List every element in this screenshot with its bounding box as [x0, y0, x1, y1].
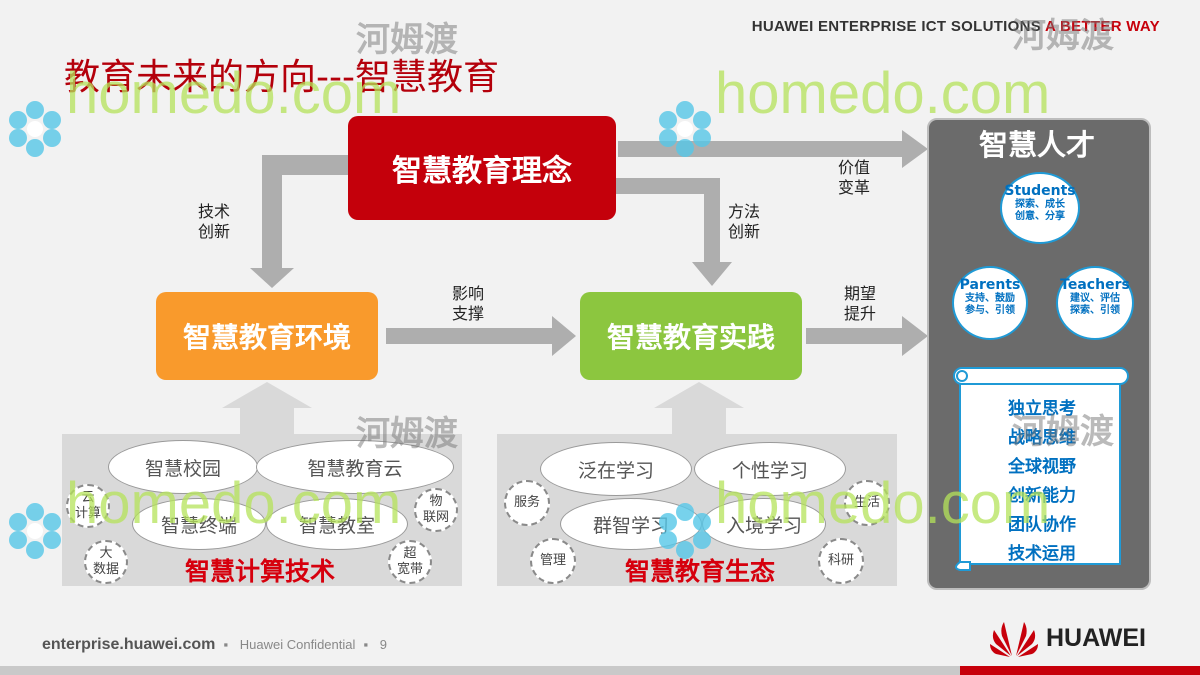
computing-tech-title: 智慧计算技术	[184, 557, 335, 586]
circle-ultra-broadband: 超 宽带	[388, 540, 432, 584]
tagline-main: HUAWEI ENTERPRISE ICT SOLUTIONS	[751, 18, 1042, 35]
label-line: 价值	[838, 158, 871, 177]
label-influence-support: 影响 支撑	[452, 284, 484, 324]
talent-title: 智慧人才	[978, 128, 1095, 162]
label-tech-innovation: 技术 创新	[198, 202, 230, 242]
quality-item: 技术运用	[1008, 544, 1076, 564]
circle-management: 管理	[530, 538, 576, 584]
label-line: 提升	[844, 304, 877, 323]
teachers-circle: Teachers 建议、评估 探索、引领	[1056, 266, 1134, 340]
footer-site: enterprise.huawei.com	[42, 636, 216, 653]
label-line: 影响	[452, 284, 485, 303]
students-desc: 创意、分享	[1015, 211, 1065, 222]
parents-label: Parents	[959, 277, 1021, 293]
quality-item: 创新能力	[1008, 486, 1076, 506]
quality-item: 团队协作	[1008, 515, 1076, 535]
label-line: 支撑	[452, 304, 485, 323]
students-label: Students	[1004, 183, 1076, 199]
parents-desc: 支持、鼓励	[965, 293, 1015, 304]
circle-service: 服务	[504, 480, 550, 526]
label-line: 方法	[728, 202, 761, 221]
oval-ubiquitous-learning: 泛在学习	[540, 442, 692, 496]
teachers-label: Teachers	[1060, 277, 1130, 293]
arrow-influence-support	[386, 316, 576, 356]
header-tagline: HUAWEI ENTERPRISE ICT SOLUTIONS A BETTER…	[752, 18, 1160, 35]
edu-ecosystem-title: 智慧教育生态	[624, 557, 775, 586]
label-line: 技术	[198, 202, 231, 221]
circle-life: 生活	[844, 480, 890, 526]
circle-cloud-computing: 云 计算	[66, 484, 110, 528]
footer-info: enterprise.huawei.com ▪ Huawei Confident…	[42, 636, 387, 653]
concept-box: 智慧教育理念	[348, 116, 616, 220]
oval-crowd-learning: 群智学习	[560, 498, 702, 550]
label-line: 创新	[728, 222, 761, 241]
talent-qualities-list: 独立思考 战略思维 全球视野 创新能力 团队协作 技术运用	[975, 394, 1109, 568]
students-circle: Students 探索、成长 创意、分享	[1000, 172, 1080, 244]
oval-immersive-learning: 入境学习	[702, 498, 826, 550]
footer-confidential: Huawei Confidential	[239, 637, 356, 652]
huawei-logo-text: HUAWEI	[1046, 624, 1146, 652]
label-value-change: 价值 变革	[838, 158, 870, 198]
arrow-value-change	[618, 130, 928, 168]
quality-item: 全球视野	[1008, 457, 1076, 477]
quality-item: 战略思维	[1008, 428, 1076, 448]
environment-box: 智慧教育环境	[156, 292, 378, 380]
label-expectation-improve: 期望 提升	[844, 284, 876, 324]
teachers-desc: 探索、引领	[1070, 305, 1120, 316]
students-desc: 探索、成长	[1015, 199, 1065, 210]
footer-bar	[0, 666, 1200, 675]
arrow-expectation-improve	[806, 316, 928, 356]
circle-iot: 物 联网	[414, 488, 458, 532]
oval-smart-campus: 智慧校园	[108, 440, 258, 494]
footer-page-number: 9	[379, 637, 387, 652]
oval-personalized-learning: 个性学习	[694, 442, 846, 496]
circle-research: 科研	[818, 538, 864, 584]
arrow-tech-innovation	[250, 155, 348, 288]
arrow-method-innovation	[616, 178, 732, 286]
teachers-desc: 建议、评估	[1070, 293, 1120, 304]
arrow-up-right-panel	[654, 382, 744, 436]
oval-smart-edu-cloud: 智慧教育云	[256, 440, 454, 494]
practice-box: 智慧教育实践	[580, 292, 802, 380]
arrow-up-left-panel	[222, 382, 312, 436]
oval-smart-terminal: 智慧终端	[132, 498, 266, 550]
huawei-logo-icon	[990, 622, 1038, 657]
parents-circle: Parents 支持、鼓励 参与、引领	[952, 266, 1028, 340]
footer-accent-bar	[960, 666, 1200, 675]
circle-big-data: 大 数据	[84, 540, 128, 584]
parents-desc: 参与、引领	[965, 305, 1015, 316]
label-line: 变革	[838, 178, 871, 197]
quality-item: 独立思考	[1008, 399, 1076, 419]
tagline-accent: A BETTER WAY	[1044, 18, 1160, 35]
page-title: 教育未来的方向---智慧教育	[64, 57, 499, 98]
oval-smart-classroom: 智慧教室	[266, 498, 408, 550]
label-line: 期望	[844, 284, 877, 303]
label-method-innovation: 方法 创新	[728, 202, 760, 242]
scroll-graphic	[953, 367, 1129, 571]
label-line: 创新	[198, 222, 231, 241]
